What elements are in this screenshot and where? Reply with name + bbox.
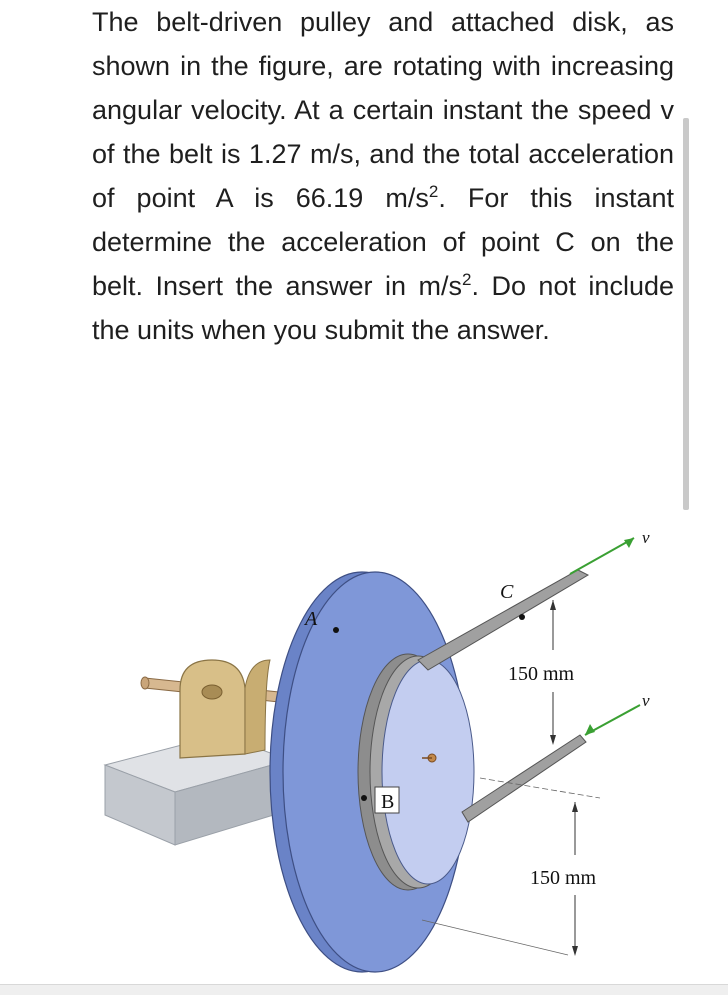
superscript-2-b: 2 xyxy=(462,270,472,289)
pulley-diagram: A C B v v 150 mm 150 mm xyxy=(103,528,650,973)
label-A: A xyxy=(303,608,318,630)
pulley-figure: A C B v v 150 mm 150 mm xyxy=(100,510,660,980)
dimension-upper-label: 150 mm xyxy=(508,663,575,685)
bearing-block xyxy=(179,659,271,759)
problem-text-part-1: The belt-driven pulley and attached disk… xyxy=(92,7,674,213)
problem-statement: The belt-driven pulley and attached disk… xyxy=(92,0,674,352)
point-A-marker xyxy=(333,627,339,633)
dimension-upper xyxy=(550,600,556,745)
problem-text-part-2: . For this instant determine the acceler… xyxy=(92,183,674,301)
superscript-2: 2 xyxy=(428,182,439,201)
dimension-lower-label: 150 mm xyxy=(530,867,597,889)
label-v-top: v xyxy=(642,528,650,547)
belt xyxy=(417,569,590,823)
label-C: C xyxy=(500,581,514,603)
problem-text-part-3: . Do not include the units when you subm… xyxy=(92,271,674,345)
velocity-arrow-top xyxy=(569,537,635,575)
point-B-marker xyxy=(361,795,367,801)
label-v-bottom: v xyxy=(642,691,650,710)
velocity-arrow-bottom xyxy=(584,704,641,736)
bottom-divider xyxy=(0,984,728,995)
scrollbar[interactable] xyxy=(683,118,689,510)
pulley xyxy=(357,653,475,891)
label-B: B xyxy=(381,791,394,813)
dimension-lower xyxy=(421,777,601,956)
point-C-marker xyxy=(519,614,525,620)
label-B-box xyxy=(374,786,400,814)
